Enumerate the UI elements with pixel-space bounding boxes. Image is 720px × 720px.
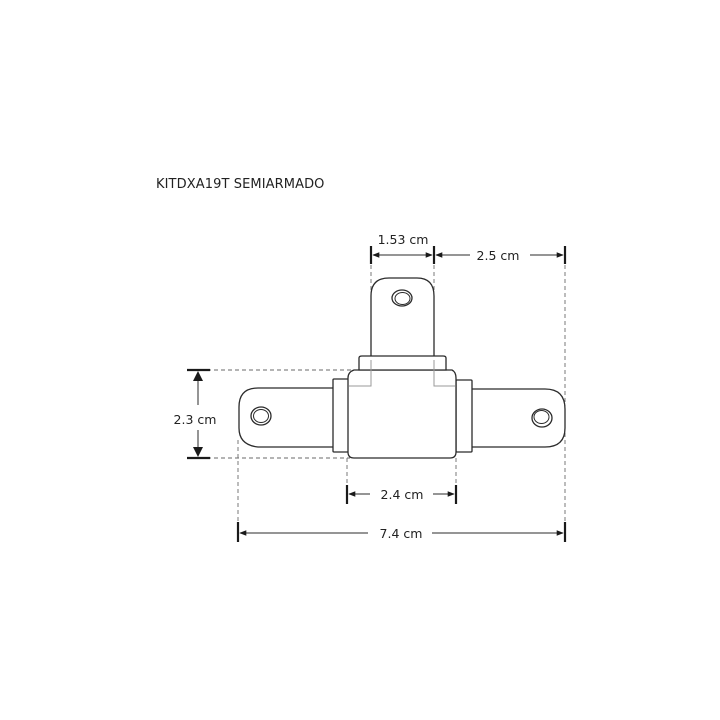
label-2-3-cm: 2.3 cm xyxy=(174,412,217,427)
dimension-body-width: 2.4 cm xyxy=(345,485,458,504)
diagram-title: KITDXA19T SEMIARMADO xyxy=(156,177,325,192)
extension-lines xyxy=(207,258,566,530)
label-7-4-cm: 7.4 cm xyxy=(380,526,423,541)
label-2-5-cm: 2.5 cm xyxy=(477,248,520,263)
top-collar xyxy=(358,355,447,371)
right-tab xyxy=(469,388,566,448)
dimension-top-right-offset: 2.5 cm xyxy=(435,246,567,264)
hidden-lines xyxy=(349,360,455,387)
dimension-total-width: 7.4 cm xyxy=(236,522,567,542)
center-body xyxy=(347,369,457,459)
top-tab xyxy=(370,277,435,361)
dimension-top-tab-width: 1.53 cm xyxy=(369,232,436,264)
left-collar xyxy=(332,378,350,453)
left-tab xyxy=(238,387,337,448)
label-1-53-cm: 1.53 cm xyxy=(378,232,429,247)
dimension-height: 2.3 cm xyxy=(174,368,217,460)
label-2-4-cm: 2.4 cm xyxy=(381,487,424,502)
right-collar xyxy=(455,379,473,453)
